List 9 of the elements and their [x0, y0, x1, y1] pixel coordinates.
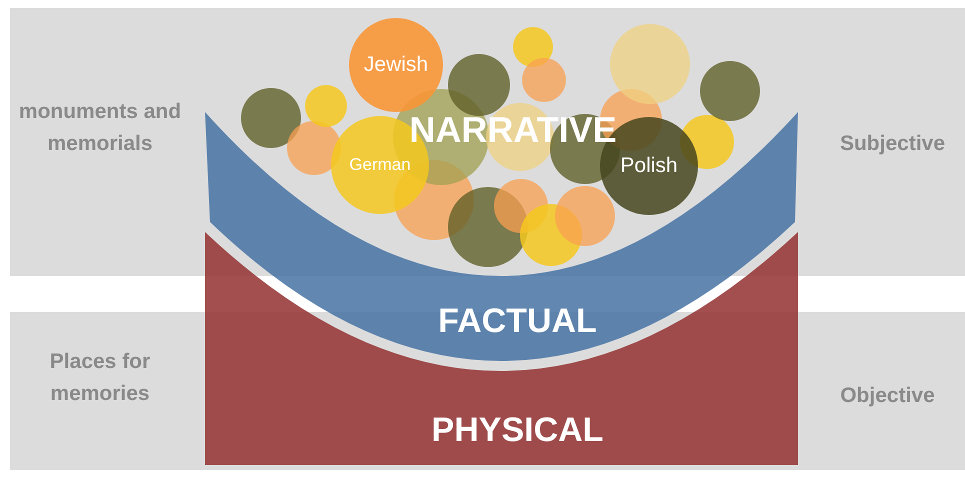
circle-label: Jewish [364, 53, 428, 77]
side-label: Objective [839, 383, 936, 409]
side-label: Subjective [838, 131, 946, 157]
band-label: PHYSICAL [432, 412, 604, 448]
circle-label: Polish [620, 154, 678, 178]
side-label: monuments and memorials [18, 99, 182, 157]
side-label: Places for memories [48, 349, 152, 407]
circle-label: German [349, 155, 411, 175]
band-label: FACTUAL [438, 303, 597, 339]
